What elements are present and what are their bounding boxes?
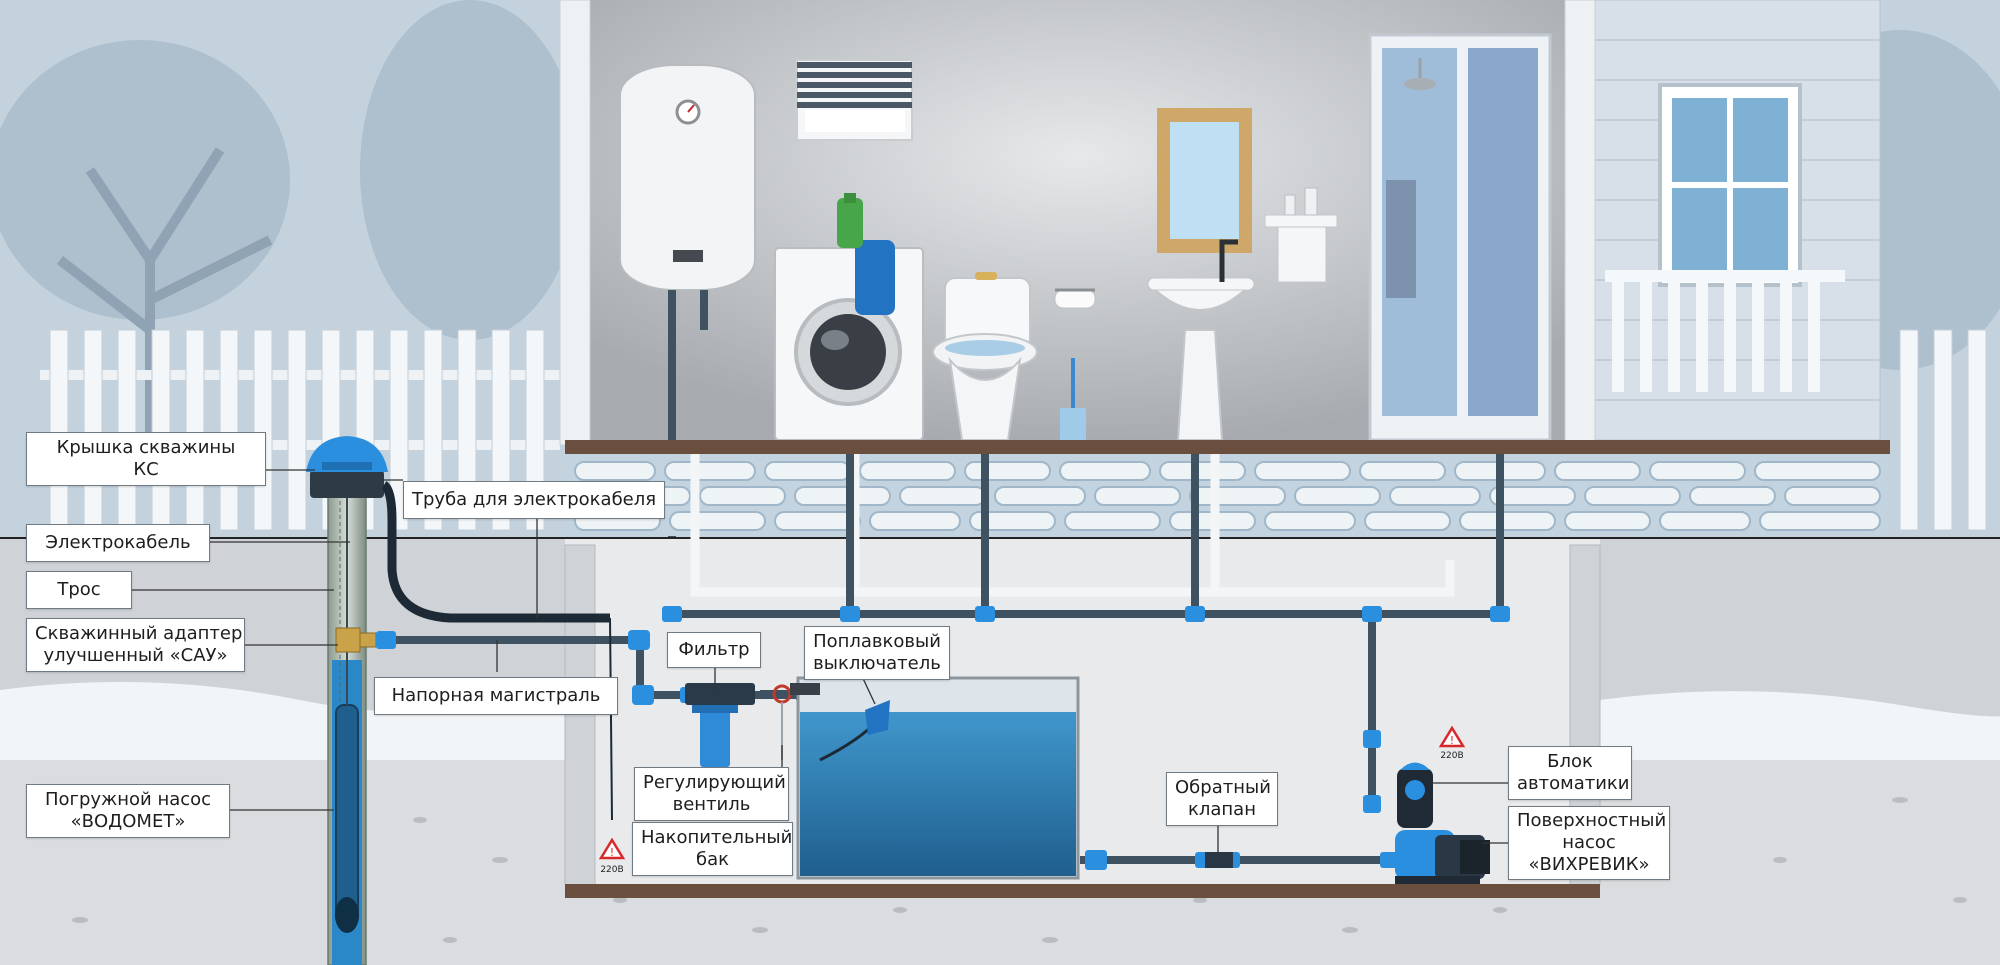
gravel-dots [32,787,1967,943]
label-surface-pump-line3: «ВИХРЕВИК» [1528,854,1650,875]
toilet-brush [1060,358,1086,440]
label-rope-text: Трос [57,579,101,600]
shower-cabin [1368,33,1552,442]
drain-pipes [690,454,1455,597]
neighbor-house [1579,0,1881,441]
filter [685,683,755,767]
label-cable-pipe: Труба для электрокабеля [403,481,665,519]
label-surface-pump-line2: насос [1562,832,1616,853]
house-floor [565,440,1890,454]
label-automation-unit-line2: автоматики [1517,773,1630,794]
porch-railing [1605,270,1845,282]
label-automation-unit-line1: Блок [1547,751,1593,772]
label-rope: Трос [26,571,132,609]
label-electric-cable: Электрокабель [26,524,210,562]
label-surface-pump-line1: Поверхностный [1517,810,1667,831]
label-automation-unit: Блок автоматики [1508,746,1632,800]
label-filter-text: Фильтр [678,639,750,660]
sink [1147,239,1255,441]
warning-sign-right-text: 220В [1440,751,1463,761]
label-pressure-main: Напорная магистраль [374,677,618,715]
leader-lines [132,469,1508,855]
borehole [327,469,367,965]
washing-machine [774,193,924,441]
toilet [932,272,1038,441]
bathroom-window [796,59,913,141]
label-float-switch: Поплавковый выключатель [804,626,950,680]
label-regulating-valve-line2: вентиль [672,794,751,815]
surface-pump [1395,830,1490,884]
label-well-cap-line2: КС [133,459,159,480]
house-wall-left [559,0,591,446]
snow-layer [0,682,2000,770]
label-check-valve-line2: клапан [1188,799,1256,820]
label-surface-pump: Поверхностный насос «ВИХРЕВИК» [1508,806,1670,880]
electric-cable-to-panel [609,617,613,821]
label-well-adapter-line2: улучшенный «САУ» [43,645,228,666]
label-regulating-valve: Регулирующий вентиль [634,767,789,821]
svg-text:!: ! [1450,734,1454,747]
label-storage-tank-line1: Накопительный [641,827,793,848]
pipe-fittings [662,606,1510,813]
label-well-adapter-line1: Скважинный адаптер [35,623,243,644]
warning-sign-left: ! 220В [598,837,626,875]
check-valve [1205,852,1233,868]
label-pressure-main-text: Напорная магистраль [391,685,601,706]
storage-tank [790,676,1080,880]
label-filter: Фильтр [667,632,761,668]
float-switch [819,700,890,762]
svg-text:!: ! [610,846,614,859]
label-check-valve: Обратный клапан [1166,772,1278,826]
label-electric-cable-text: Электрокабель [45,532,191,553]
warning-sign-left-text: 220В [600,865,623,875]
label-submersible-pump-line1: Погружной насос [44,789,212,810]
label-cable-pipe-text: Труба для электрокабеля [412,489,657,510]
basement-floor [565,884,1600,898]
label-submersible-pump: Погружной насос «ВОДОМЕТ» [26,784,230,838]
label-well-cap: Крышка скважины КС [26,432,266,486]
house-wall-right [1564,0,1596,446]
label-well-cap-line1: Крышка скважины [56,437,236,458]
mirror [1157,108,1252,253]
tree-trunk-left [56,147,273,480]
cable-conduit [381,481,610,623]
toilet-paper [1054,288,1096,309]
stone-foundation [565,454,1890,536]
label-float-switch-line2: выключатель [813,653,941,674]
label-storage-tank: Накопительный бак [632,822,793,876]
soap-shelf [1264,187,1338,283]
label-float-switch-line1: Поплавковый [813,631,941,652]
label-regulating-valve-line1: Регулирующий [643,772,786,793]
warning-sign-right: ! 220В [1438,725,1466,761]
label-storage-tank-line2: бак [695,849,729,870]
automation-unit [1397,762,1433,828]
label-check-valve-line1: Обратный [1175,777,1271,798]
label-submersible-pump-line2: «ВОДОМЕТ» [70,811,186,832]
well-adapter [335,627,396,653]
background-trees [0,0,2000,370]
well-cap [306,436,388,498]
label-well-adapter: Скважинный адаптер улучшенный «САУ» [26,618,245,672]
